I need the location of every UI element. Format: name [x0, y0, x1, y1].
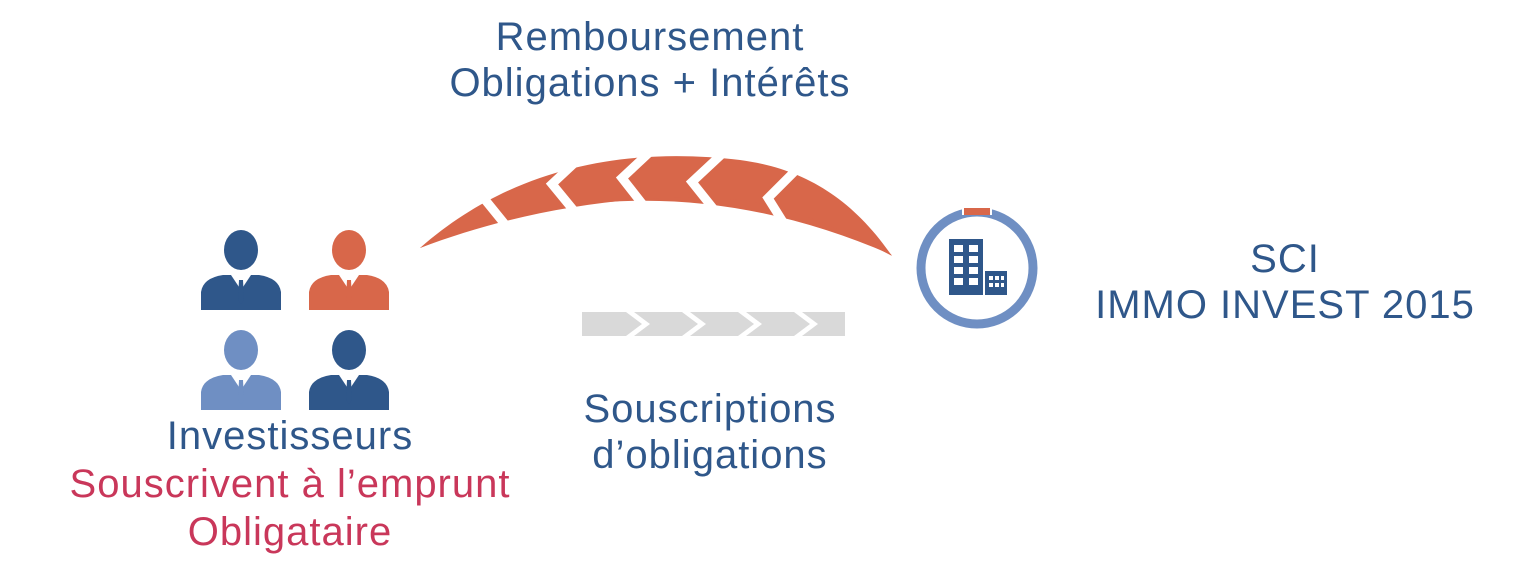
investors-icon-group [201, 230, 389, 410]
investors-line3: Obligataire [187, 510, 393, 554]
building-icon [916, 205, 1038, 329]
investors-label: Investisseurs Souscrivent à l’emprunt Ob… [20, 412, 560, 556]
subscription-chevron [746, 312, 810, 336]
repayment-arrow-outer [420, 156, 892, 256]
subscription-label: Souscriptions d’obligations [540, 386, 880, 478]
subscription-line2: d’obligations [592, 433, 828, 477]
subscription-line1: Souscriptions [583, 387, 837, 431]
investors-line2: Souscrivent à l’emprunt [69, 462, 511, 506]
person-icon [201, 330, 281, 410]
subscription-chevron [582, 312, 642, 336]
repayment-line2: Obligations + Intérêts [449, 61, 851, 105]
investors-title: Investisseurs [166, 414, 414, 458]
person-icon [309, 230, 389, 310]
repayment-line1: Remboursement [495, 15, 805, 59]
subscription-chevron [802, 312, 845, 336]
sci-line1: SCI [1250, 237, 1320, 281]
person-icon [201, 230, 281, 310]
sci-line2: IMMO INVEST 2015 [1095, 283, 1475, 327]
subscription-chevron [634, 312, 698, 336]
repayment-label: Remboursement Obligations + Intérêts [400, 14, 900, 106]
person-icon [309, 330, 389, 410]
subscription-chevron [690, 312, 754, 336]
sci-label: SCI IMMO INVEST 2015 [1060, 236, 1510, 328]
